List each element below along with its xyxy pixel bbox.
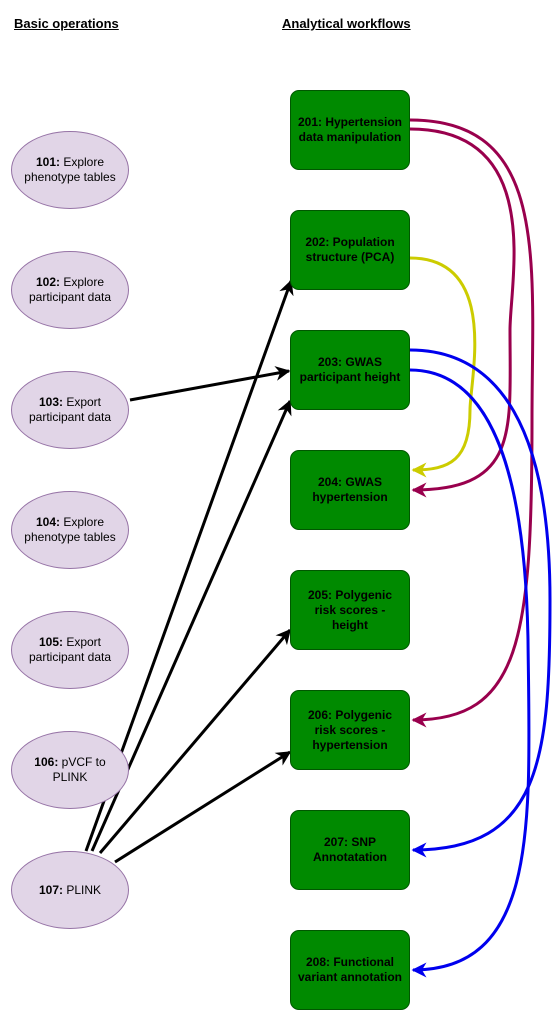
op-102-explore-participant-data[interactable]: 102: Explore participant data [11, 251, 129, 329]
op-104-label: Explore phenotype tables [24, 515, 116, 544]
op-104-id: 104: [35, 515, 60, 529]
workflow-203-gwas-participant-height[interactable]: 203: GWAS participant height [290, 330, 410, 410]
op-107-label: PLINK [63, 882, 102, 897]
edge-107-to-206 [114, 750, 292, 864]
op-101-id: 101: [35, 155, 60, 169]
op-102-label: Explore participant data [28, 275, 112, 304]
workflow-201-hypertension-data-manipulation[interactable]: 201: Hypertension data manipulation [290, 90, 410, 170]
workflow-206-label: 206: Polygenic risk scores - hypertensio… [307, 707, 393, 752]
op-101-explore-phenotype-tables[interactable]: 101: Explore phenotype tables [11, 131, 129, 209]
op-106-label: pVCF to PLINK [52, 755, 106, 784]
edge-203-to-207 [409, 348, 552, 858]
op-101-label: Explore phenotype tables [24, 155, 116, 184]
edge-103-to-203 [129, 366, 291, 402]
workflow-204-label: 204: GWAS hypertension [312, 475, 388, 504]
op-104-explore-phenotype-tables[interactable]: 104: Explore phenotype tables [11, 491, 129, 569]
op-105-export-participant-data[interactable]: 105: Export participant data [11, 611, 129, 689]
workflow-202-population-structure[interactable]: 202: Population structure (PCA) [290, 210, 410, 290]
op-102-id: 102: [35, 275, 60, 289]
workflow-206-polygenic-risk-hypertension[interactable]: 206: Polygenic risk scores - hypertensio… [290, 690, 410, 770]
op-106-pvcf-to-plink[interactable]: 106: pVCF to PLINK [11, 731, 129, 809]
basic-operations-heading: Basic operations [14, 16, 119, 31]
workflow-207-snp-annotation[interactable]: 207: SNP Annotatation [290, 810, 410, 890]
workflow-203-label: 203: GWAS participant height [299, 355, 401, 384]
edge-107-to-205 [98, 628, 292, 854]
op-105-id: 105: [38, 635, 63, 649]
workflow-205-label: 205: Polygenic risk scores - height [307, 587, 393, 632]
op-103-id: 103: [38, 395, 63, 409]
op-106-id: 106: [34, 755, 59, 769]
edge-203-to-208 [409, 368, 531, 978]
workflow-205-polygenic-risk-height[interactable]: 205: Polygenic risk scores - height [290, 570, 410, 650]
workflow-204-gwas-hypertension[interactable]: 204: GWAS hypertension [290, 450, 410, 530]
workflow-208-functional-variant-annotation[interactable]: 208: Functional variant annotation [290, 930, 410, 1010]
edge-201-to-204 [409, 127, 516, 498]
edge-201-to-206 [409, 118, 535, 728]
analytical-workflows-heading: Analytical workflows [282, 16, 411, 31]
workflow-201-label: 201: Hypertension data manipulation [297, 115, 403, 144]
op-107-id: 107: [38, 882, 63, 897]
op-103-label: Export participant data [28, 395, 112, 424]
op-105-label: Export participant data [28, 635, 112, 664]
workflow-207-label: 207: SNP Annotatation [313, 835, 387, 864]
op-103-export-participant-data[interactable]: 103: Export participant data [11, 371, 129, 449]
workflow-202-label: 202: Population structure (PCA) [305, 235, 395, 264]
workflow-208-label: 208: Functional variant annotation [297, 955, 402, 984]
op-107-plink[interactable]: 107: PLINK [11, 851, 129, 929]
